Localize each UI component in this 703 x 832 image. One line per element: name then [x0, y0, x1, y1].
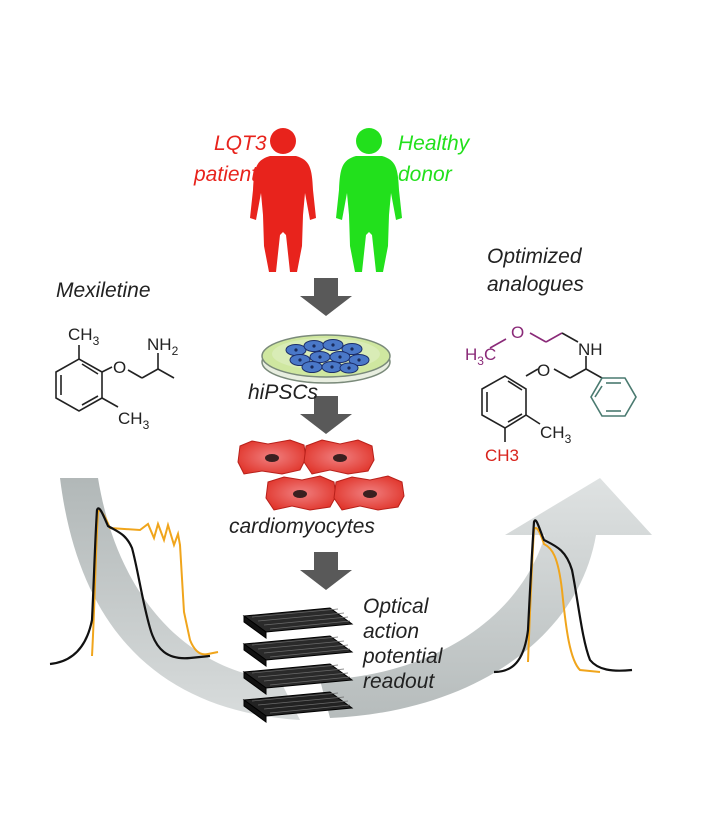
analogue-ch3-right: CH3 [540, 423, 572, 446]
analogue-nh: NH [578, 340, 603, 359]
healthy-label: Healthy [398, 132, 471, 155]
mexiletine-structure [55, 345, 175, 412]
healthy-trace-left [49, 507, 211, 666]
optical-label: Optical [363, 595, 430, 618]
analogue-structure [481, 332, 637, 442]
action-label: action [363, 620, 419, 643]
well-plate-icon [242, 607, 354, 723]
right-curved-arrow [320, 478, 652, 718]
healthy-trace-right [493, 519, 633, 674]
patient-label: patient [193, 163, 258, 186]
mex-ch3-top: CH3 [68, 325, 100, 348]
analogues-label: analogues [487, 273, 584, 296]
mexiletine-label: Mexiletine [56, 279, 151, 302]
analogue-ether-oxygen: O [511, 323, 524, 342]
analogue-ch3-red: CH3 [485, 446, 519, 465]
hipscs-label: hiPSCs [248, 381, 319, 404]
analogue-oxygen: O [537, 361, 550, 380]
readout-label: readout [363, 670, 435, 693]
optimized-label: Optimized [487, 245, 583, 268]
petri-dish-icon [261, 334, 391, 384]
mex-oxygen: O [113, 358, 126, 377]
cardiomyocyte-cell-icon [237, 439, 307, 475]
mex-ch3-bottom: CH3 [118, 409, 150, 432]
cardiomyocytes-label: cardiomyocytes [229, 515, 375, 538]
cardiomyocyte-cell-icon [265, 475, 337, 511]
analogue-methoxy: H3C [465, 345, 496, 368]
down-arrow-icon [300, 552, 352, 590]
cardiomyocyte-cell-icon [303, 439, 375, 475]
well-plate-grid [251, 608, 351, 714]
cardiomyocyte-cell-icon [333, 475, 405, 511]
lqt3-label: LQT3 [214, 132, 267, 155]
donor-label: donor [398, 163, 453, 186]
down-arrow-icon [300, 396, 352, 434]
mex-amine: NH2 [147, 335, 179, 358]
down-arrow-icon [300, 278, 352, 316]
human-figure-icon [250, 128, 316, 272]
left-curved-arrow [60, 478, 300, 720]
potential-label: potential [362, 645, 444, 668]
human-figure-icon [336, 128, 402, 272]
